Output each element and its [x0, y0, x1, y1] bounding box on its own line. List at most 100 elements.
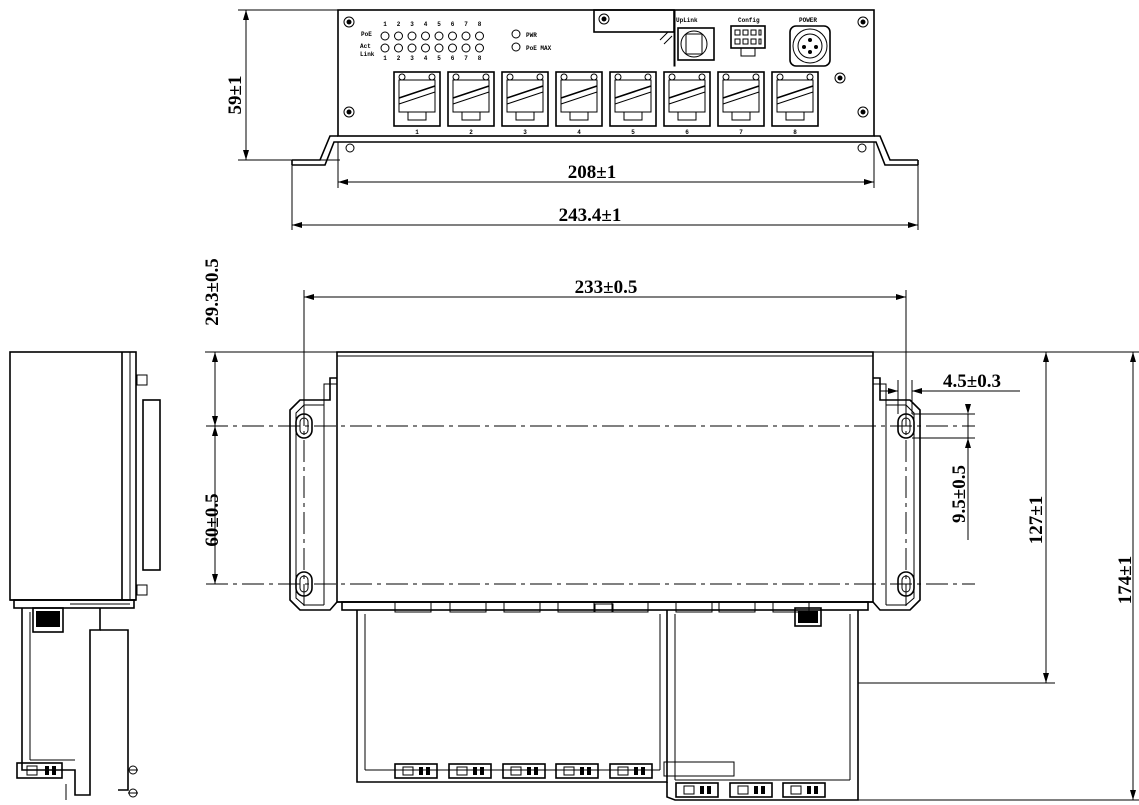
front-port-tabs: [394, 601, 810, 613]
uplink-label: UpLink: [676, 17, 698, 24]
uplink-panel-tab: [593, 9, 675, 33]
act-led-label: Act: [360, 43, 371, 50]
link-led: [475, 43, 484, 53]
port-number: 6: [685, 129, 689, 136]
front-view: 59±1 PoE Act Link 1 1 2 2 3 3 4 4 5 5 6 6 7 7 8 8: [225, 9, 919, 230]
led-number-bottom: 4: [424, 55, 428, 62]
side-clip: [16, 762, 63, 779]
port-tab: [675, 601, 713, 613]
led-number-bottom: 5: [437, 55, 441, 62]
ethernet-port: 6: [663, 71, 711, 136]
power-label: POWER: [799, 17, 817, 24]
led-number-top: 4: [424, 21, 428, 28]
ethernet-port-row: 1 2 3 4 5 6 7 8: [393, 71, 819, 136]
dim-hole-spacing-width: 233±0.5: [575, 277, 638, 298]
poe-led-label: PoE: [361, 31, 372, 38]
top-power-connector: [794, 607, 822, 627]
port-number: 1: [415, 129, 419, 136]
led-number-top: 2: [397, 21, 401, 28]
led-number-top: 8: [478, 21, 482, 28]
poe-led: [475, 31, 484, 41]
link-led: [407, 43, 417, 53]
led-number-bottom: 2: [397, 55, 401, 62]
top-body: [336, 351, 874, 603]
link-led: [448, 43, 457, 53]
port-number: 4: [577, 129, 581, 136]
port-tab: [503, 601, 541, 613]
poe-led: [380, 31, 390, 41]
ethernet-port: 1: [393, 71, 441, 136]
right-bracket: [874, 135, 918, 161]
port-tab: [611, 601, 649, 613]
led-number-bottom: 8: [478, 55, 482, 62]
dim-body-depth: 127±1: [1026, 496, 1047, 544]
led-number-bottom: 7: [464, 55, 468, 62]
ethernet-port: 5: [609, 71, 657, 136]
ethernet-port: 3: [501, 71, 549, 136]
corner-screws: [343, 13, 869, 118]
port-tab: [772, 601, 810, 613]
config-pins: [734, 29, 762, 45]
port-number: 5: [631, 129, 635, 136]
port-tab: [718, 601, 756, 613]
link-led: [394, 43, 403, 53]
pwr-led: [511, 29, 521, 39]
link-led: [421, 43, 430, 53]
top-view: 233±0.5 29.3±0.5 60±0.5 4.5±0.3 9.5±0.5: [202, 258, 1139, 801]
side-body: [9, 351, 137, 601]
front-panel: [337, 9, 875, 137]
cable-clip: [394, 763, 438, 779]
cable-clip: [448, 763, 492, 779]
cable-clip: [502, 763, 546, 779]
config-port: [730, 25, 766, 49]
cable-clip: [675, 782, 719, 798]
side-rib: [142, 399, 161, 571]
dim-overall-width: 243.4±1: [559, 205, 622, 226]
ethernet-port: 2: [447, 71, 495, 136]
link-led-label: Link: [360, 51, 375, 58]
dim-top-offset: 29.3±0.5: [202, 258, 223, 325]
led-number-bottom: 1: [383, 55, 387, 62]
link-led: [380, 43, 390, 53]
poe-max-led: [511, 42, 521, 52]
poe-led: [448, 31, 457, 41]
dim-inner-width: 208±1: [568, 162, 616, 183]
poe-led: [407, 31, 417, 41]
poe-led: [461, 31, 471, 41]
base-screw-icon: [857, 143, 867, 153]
cable-clip: [782, 782, 826, 798]
poe-led: [434, 31, 444, 41]
led-number-top: 5: [437, 21, 441, 28]
led-number-bottom: 6: [451, 55, 455, 62]
base-screw-icon: [345, 143, 355, 153]
led-number-top: 1: [383, 21, 387, 28]
dim-slot-width: 4.5±0.3: [943, 371, 1001, 392]
dim-slot-length: 9.5±0.5: [949, 465, 970, 523]
cable-clip: [555, 763, 599, 779]
port-tab: [394, 601, 432, 613]
uplink-port: [677, 27, 715, 61]
ethernet-port: 8: [771, 71, 819, 136]
side-view: [9, 351, 161, 800]
left-bracket: [292, 135, 338, 161]
dim-front-height: 59±1: [225, 76, 246, 115]
led-number-top: 6: [451, 21, 455, 28]
dim-overall-depth: 174±1: [1115, 556, 1136, 604]
config-label: Config: [738, 17, 760, 24]
ethernet-port: 7: [717, 71, 765, 136]
cable-clip: [663, 761, 735, 777]
port-tab: [449, 601, 487, 613]
poe-led: [394, 31, 403, 41]
pwr-led-label: PWR: [526, 32, 537, 39]
cable-clip: [609, 763, 653, 779]
link-led: [434, 43, 444, 53]
port-number: 8: [793, 129, 797, 136]
port-tab: [557, 601, 595, 613]
port-number: 2: [469, 129, 473, 136]
led-number-bottom: 3: [410, 55, 414, 62]
power-connector: [789, 25, 831, 67]
cable-clip: [729, 782, 773, 798]
dim-hole-spacing-height: 60±0.5: [202, 493, 223, 546]
led-number-top: 7: [464, 21, 468, 28]
